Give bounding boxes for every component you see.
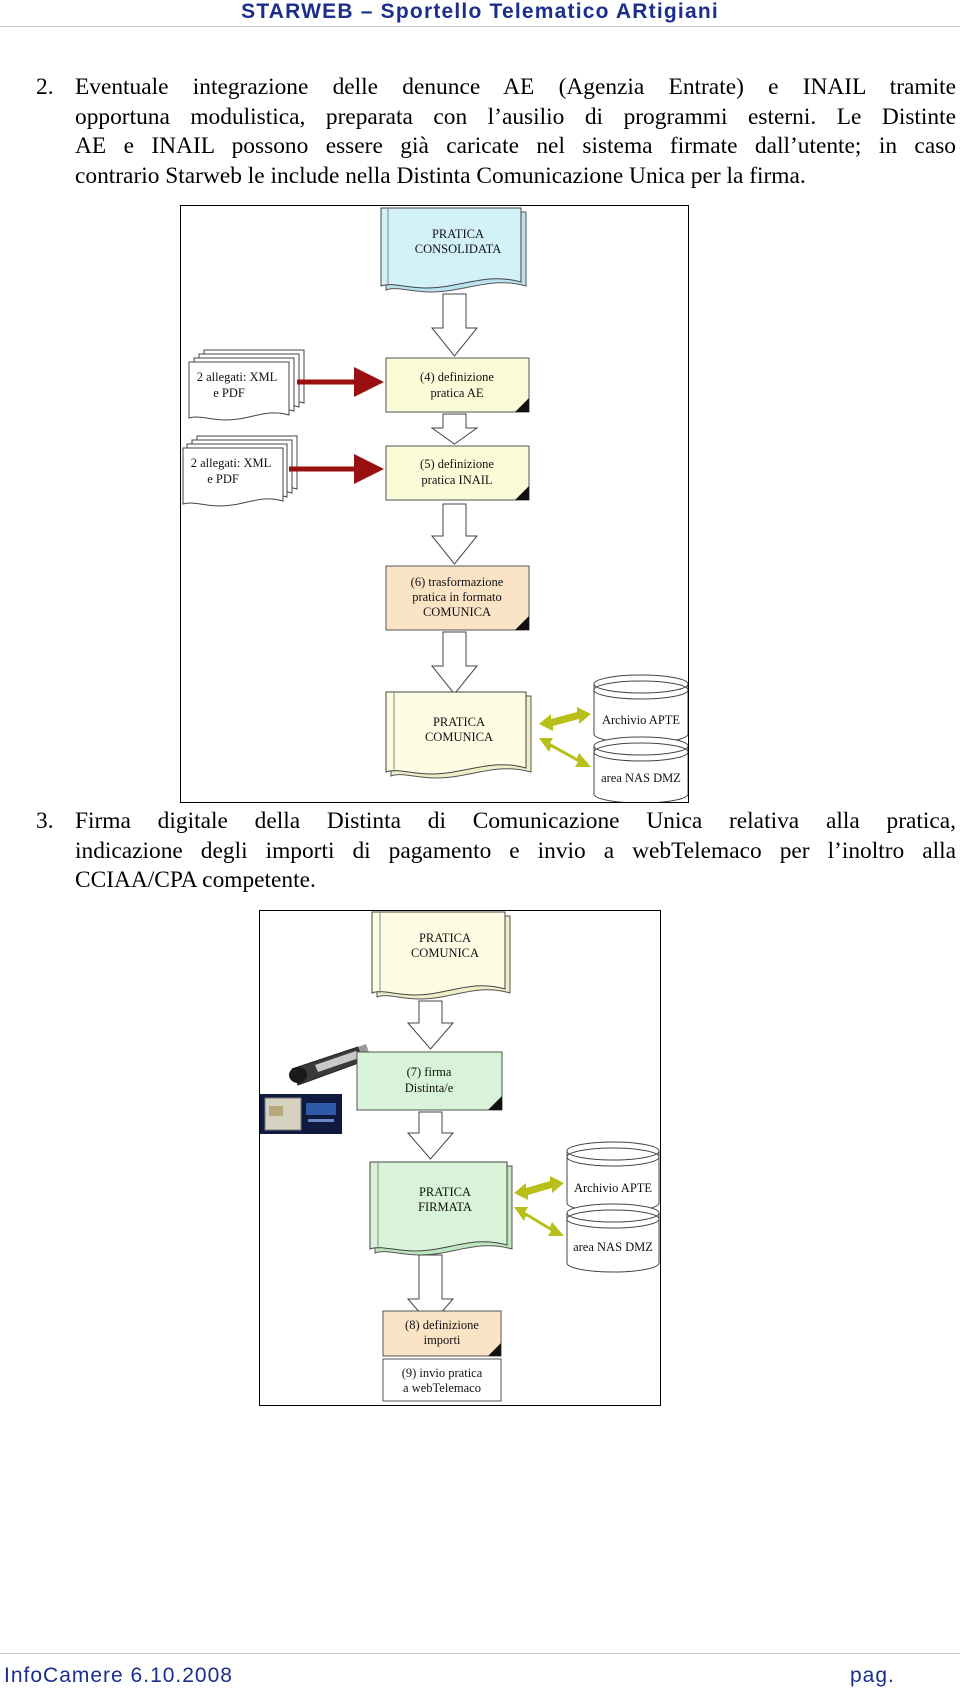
allegati-1-line2: e PDF [213, 386, 245, 400]
smart-card-reader-icon [260, 1094, 342, 1134]
usb-token-icon [289, 1044, 371, 1086]
doc-pratica-comunica-line2: COMUNICA [411, 946, 479, 960]
section-2-line: opportuna modulistica, preparata con l’a… [75, 103, 956, 130]
flow-arrow-down [430, 413, 479, 445]
flow-arrow-down [406, 1000, 455, 1050]
section-3-line: indicazione degli importi di pagamento e… [75, 837, 956, 864]
allegati-2-stack: 2 allegati: XML e PDF [182, 435, 298, 507]
allegati-2-line2: e PDF [207, 472, 239, 486]
header-divider [0, 26, 960, 27]
section-3: 3. Firma digitale della Distinta di Comu… [36, 807, 956, 899]
step-9-box: (9) invio pratica a webTelemaco [382, 1358, 502, 1402]
step-7-box: (7) firma Distinta/e [356, 1051, 503, 1111]
doc-pratica-consolidata: PRATICA CONSOLIDATA [380, 207, 527, 293]
step-9-line1: (9) invio pratica [402, 1366, 483, 1380]
step-4-box: (4) definizione pratica AE [385, 357, 530, 413]
step-4-line1: (4) definizione [420, 370, 494, 384]
db-area-nas-dmz-icon: area NAS DMZ [593, 736, 688, 802]
flow-arrow-down [430, 631, 479, 695]
allegati-1-stack: 2 allegati: XML e PDF [188, 349, 305, 421]
step-6-line3: COMUNICA [423, 605, 491, 619]
doc-pratica-comunica-line1: PRATICA [433, 715, 485, 729]
allegati-2-line1: 2 allegati: XML [191, 456, 272, 470]
doc-pratica-firmata-line1: PRATICA [419, 1185, 471, 1199]
step-5-box: (5) definizione pratica INAIL [385, 445, 530, 501]
section-3-line: CCIAA/CPA competente. [75, 867, 316, 893]
diagram-1: PRATICA CONSOLIDATA (4) definizione prat… [180, 205, 689, 803]
doc-pratica-consolidata-line2: CONSOLIDATA [415, 242, 502, 256]
footer-right: pag. [850, 1664, 895, 1687]
step-4-line2: pratica AE [430, 386, 483, 400]
db-area-nas-dmz-label: area NAS DMZ [601, 771, 681, 785]
section-3-line: Firma digitale della Distinta di Comunic… [75, 808, 956, 834]
step-8-line1: (8) definizione [405, 1318, 479, 1332]
step-7-line1: (7) firma [407, 1065, 452, 1079]
section-2-text: Eventuale integrazione delle denunce AE … [75, 73, 956, 191]
flow-arrow-down [430, 293, 479, 357]
doc-pratica-comunica: PRATICA COMUNICA [385, 691, 532, 779]
flow-arrow-down [430, 503, 479, 565]
flow-arrow-down [406, 1111, 455, 1160]
step-7-line2: Distinta/e [405, 1081, 454, 1095]
doc-pratica-firmata: PRATICA FIRMATA [369, 1161, 513, 1256]
db-archivio-apte-icon: Archivio APTE [566, 1141, 660, 1213]
footer-left: InfoCamere 6.10.2008 [4, 1664, 233, 1687]
allegati-1-line1: 2 allegati: XML [197, 370, 278, 384]
section-3-text: Firma digitale della Distinta di Comunic… [75, 807, 956, 896]
step-6-line2: pratica in formato [412, 590, 502, 604]
db-area-nas-dmz-icon: area NAS DMZ [566, 1203, 660, 1273]
section-3-number: 3. [36, 808, 54, 834]
section-2-number: 2. [36, 74, 54, 100]
doc-pratica-comunica-line2: COMUNICA [425, 730, 493, 744]
olive-double-arrow [539, 738, 591, 767]
diagram-2: PRATICA COMUNICA (7) firma Distinta/e PR… [259, 910, 661, 1406]
step-5-line1: (5) definizione [420, 457, 494, 471]
section-2-line: Eventuale integrazione delle denunce AE … [75, 74, 956, 100]
doc-pratica-comunica-line1: PRATICA [419, 931, 471, 945]
step-6-box: (6) trasformazione pratica in formato CO… [385, 565, 530, 631]
olive-double-arrow [514, 1176, 564, 1200]
db-area-nas-dmz-label: area NAS DMZ [573, 1240, 653, 1254]
step-8-line2: importi [424, 1333, 461, 1347]
doc-pratica-consolidata-line1: PRATICA [432, 227, 484, 241]
section-2-line: contrario Starweb le include nella Disti… [75, 162, 806, 189]
db-archivio-apte-label: Archivio APTE [574, 1181, 652, 1195]
doc-pratica-firmata-line2: FIRMATA [418, 1200, 472, 1214]
olive-double-arrow [514, 1207, 564, 1236]
db-archivio-apte-icon: Archivio APTE [593, 674, 688, 744]
doc-pratica-comunica: PRATICA COMUNICA [371, 911, 511, 1000]
step-9-line2: a webTelemaco [403, 1381, 481, 1395]
section-2-line: AE e INAIL possono essere già caricate n… [75, 133, 956, 159]
page-header-title: STARWEB – Sportello Telematico ARtigiani [241, 0, 719, 23]
db-archivio-apte-label: Archivio APTE [602, 713, 680, 727]
step-6-line1: (6) trasformazione [411, 575, 504, 589]
step-8-box: (8) definizione importi [382, 1310, 502, 1357]
olive-double-arrow [539, 707, 591, 731]
step-5-line2: pratica INAIL [421, 473, 492, 487]
footer-divider [0, 1653, 960, 1654]
section-2: 2. Eventuale integrazione delle denunce … [36, 73, 956, 193]
